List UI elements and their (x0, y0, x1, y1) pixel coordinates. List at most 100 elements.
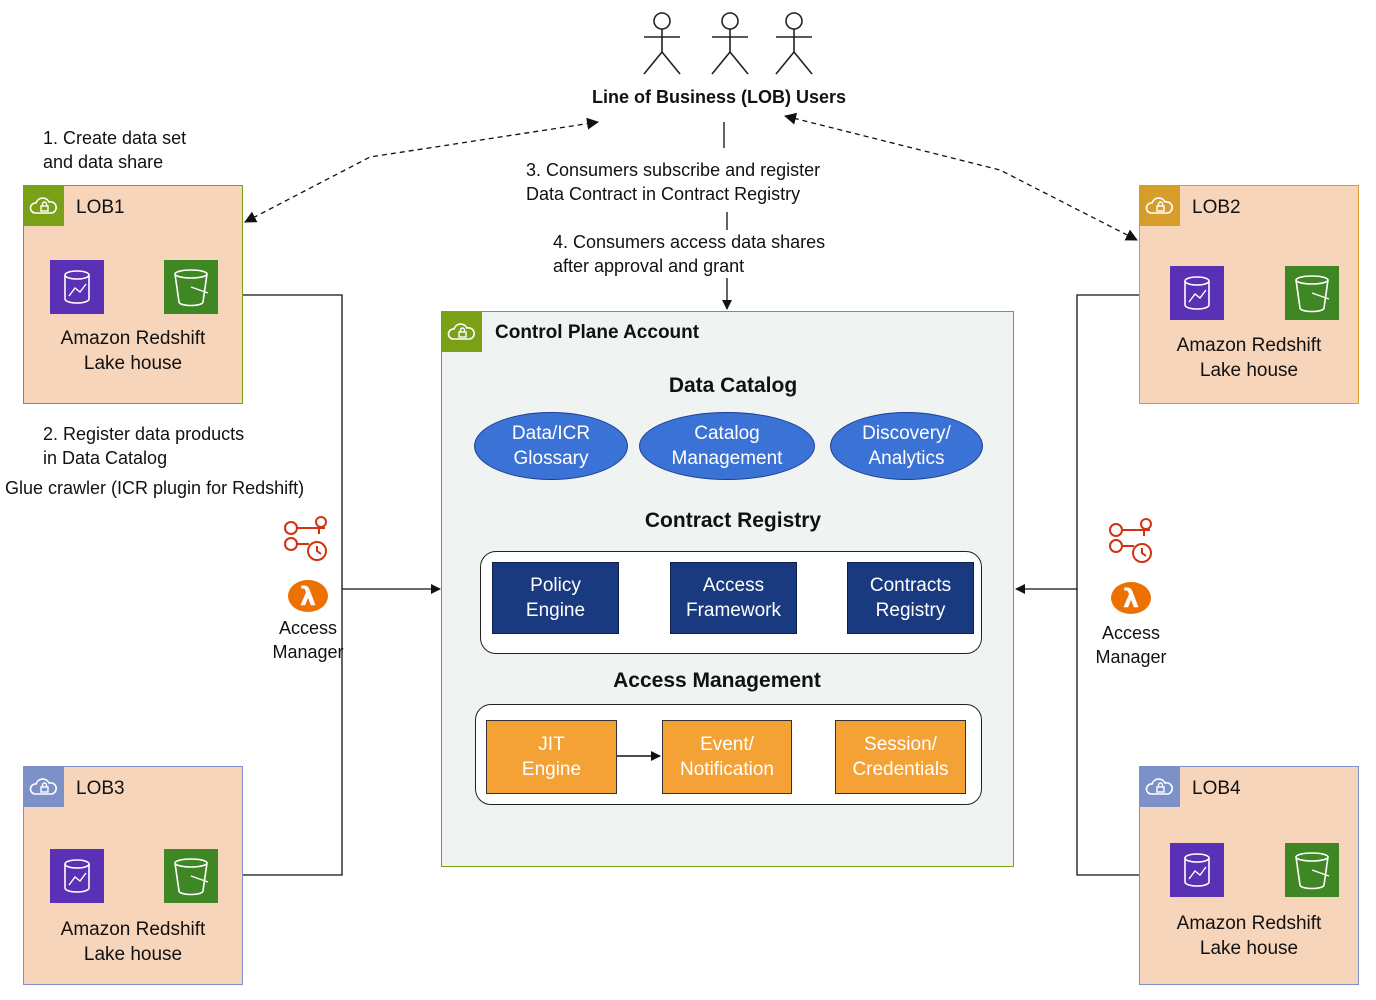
step1-line-1: 1. Create data set (43, 128, 187, 148)
node-line-2: Registry (875, 600, 946, 621)
cloud-lock-icon (1140, 767, 1180, 807)
right-access-manager-line-1: Access (1101, 623, 1161, 643)
redshift-icon (1170, 843, 1224, 897)
step4-label: 4. Consumers access data shares after ap… (553, 230, 826, 278)
jit-engine-node: JIT Engine (486, 720, 617, 794)
users-lob2-dashed-connector (784, 112, 1138, 241)
node-line-1: Event/ (700, 734, 754, 755)
lob-caption: Amazon Redshift Lake house (24, 326, 242, 376)
key-schedule-icon (284, 516, 327, 561)
redshift-icon (50, 849, 104, 903)
step3-line-2: Data Contract in Contract Registry (526, 184, 801, 204)
node-line-1: JIT (538, 734, 565, 755)
node-line-2: Analytics (868, 448, 945, 469)
step3-label: 3. Consumers subscribe and register Data… (526, 158, 821, 206)
redshift-icon (1170, 266, 1224, 320)
step3-line-1: 3. Consumers subscribe and register (526, 160, 821, 180)
lob-caption-line-2: Lake house (83, 353, 183, 374)
step1-label: 1. Create data set and data share (43, 126, 186, 174)
node-line-2: Framework (685, 600, 781, 621)
lob1-bus-line (243, 294, 343, 876)
lob-caption-line-1: Amazon Redshift (60, 328, 206, 349)
lob3-box: LOB3 Amazon Redshift Lake house (23, 766, 243, 985)
step4-line-2: after approval and grant (553, 256, 745, 276)
key-schedule-icon (1109, 518, 1152, 563)
data-icr-glossary-node: Data/ICR Glossary (474, 412, 628, 480)
user-figure-1 (643, 12, 681, 75)
left-access-manager-label: Access Manager (248, 616, 368, 664)
lob2-box: LOB2 Amazon Redshift Lake house (1139, 185, 1359, 404)
left-access-manager-line-1: Access (278, 618, 338, 638)
left-access-manager-line-2: Manager (272, 642, 344, 662)
svg-text:λ: λ (300, 582, 316, 612)
lob-caption-line-1: Amazon Redshift (1176, 335, 1322, 356)
node-line-2: Notification (680, 759, 774, 780)
glue-crawler-label: Glue crawler (ICR plugin for Redshift) (5, 478, 305, 498)
s3-bucket-icon (164, 260, 218, 314)
control-plane-title: Control Plane Account (495, 322, 700, 343)
lob-caption-line-1: Amazon Redshift (1176, 913, 1322, 934)
right-access-manager-line-2: Manager (1095, 647, 1167, 667)
users-label: Line of Business (LOB) Users (591, 87, 847, 107)
contract-registry-heading: Contract Registry (644, 509, 822, 532)
node-line-1: Policy (530, 575, 581, 596)
lob-caption: Amazon Redshift Lake house (24, 917, 242, 967)
lob-caption: Amazon Redshift Lake house (1140, 333, 1358, 383)
lob-name: LOB2 (1192, 197, 1241, 218)
lob1-box: LOB1 Amazon Redshift Lake house (23, 185, 243, 404)
node-line-2: Glossary (513, 448, 589, 469)
data-catalog-heading: Data Catalog (668, 374, 798, 397)
step1-line-2: and data share (43, 152, 164, 172)
node-line-1: Session/ (864, 734, 937, 755)
node-line-1: Data/ICR (511, 423, 591, 444)
lob2-bus-line (1076, 294, 1139, 876)
cloud-lock-icon (24, 767, 64, 807)
lob-users-icon (643, 12, 813, 75)
event-notification-node: Event/Notification (662, 720, 792, 794)
node-line-1: Access (702, 575, 765, 596)
step2-line-2: in Data Catalog (43, 448, 168, 468)
lob-caption-line-2: Lake house (1199, 360, 1299, 381)
step2-label: 2. Register data products in Data Catalo… (43, 422, 244, 470)
node-line-1: Discovery/ (862, 423, 951, 444)
lob-name: LOB3 (76, 778, 125, 799)
lob-caption: Amazon Redshift Lake house (1140, 911, 1358, 961)
s3-bucket-icon (164, 849, 218, 903)
s3-bucket-icon (1285, 843, 1339, 897)
cloud-lock-icon (1140, 186, 1180, 226)
discovery-analytics-node: Discovery/Analytics (830, 412, 983, 480)
cloud-lock-icon (442, 312, 482, 352)
control-plane-box: Control Plane Account Data Catalog Data/… (441, 311, 1014, 867)
s3-bucket-icon (1285, 266, 1339, 320)
lambda-icon: λ (288, 580, 328, 612)
lob-caption-line-2: Lake house (83, 944, 183, 965)
node-line-2: Credentials (852, 759, 949, 780)
lob-name: LOB1 (76, 197, 125, 218)
step2-line-1: 2. Register data products (43, 424, 245, 444)
lob-caption-line-1: Amazon Redshift (60, 919, 206, 940)
lob-caption-line-2: Lake house (1199, 938, 1299, 959)
user-figure-2 (711, 12, 749, 75)
lob1-users-dashed-connector (244, 117, 599, 223)
lob4-box: LOB4 Amazon Redshift Lake house (1139, 766, 1359, 985)
node-line-2: Engine (525, 600, 586, 621)
node-line-1: Contracts (869, 575, 952, 596)
node-line-1: Catalog (694, 423, 760, 444)
node-line-2: Management (671, 448, 783, 469)
session-credentials-node: Session/Credentials (835, 720, 966, 794)
lob-name: LOB4 (1192, 778, 1241, 799)
user-figure-3 (775, 12, 813, 75)
access-management-heading: Access Management (613, 669, 821, 692)
lambda-icon: λ (1111, 582, 1151, 614)
svg-text:λ: λ (1123, 584, 1139, 614)
step4-line-1: 4. Consumers access data shares (553, 232, 826, 252)
cloud-lock-icon (24, 186, 64, 226)
right-access-manager-label: Access Manager (1071, 621, 1191, 669)
node-line-2: Engine (521, 759, 582, 780)
redshift-icon (50, 260, 104, 314)
